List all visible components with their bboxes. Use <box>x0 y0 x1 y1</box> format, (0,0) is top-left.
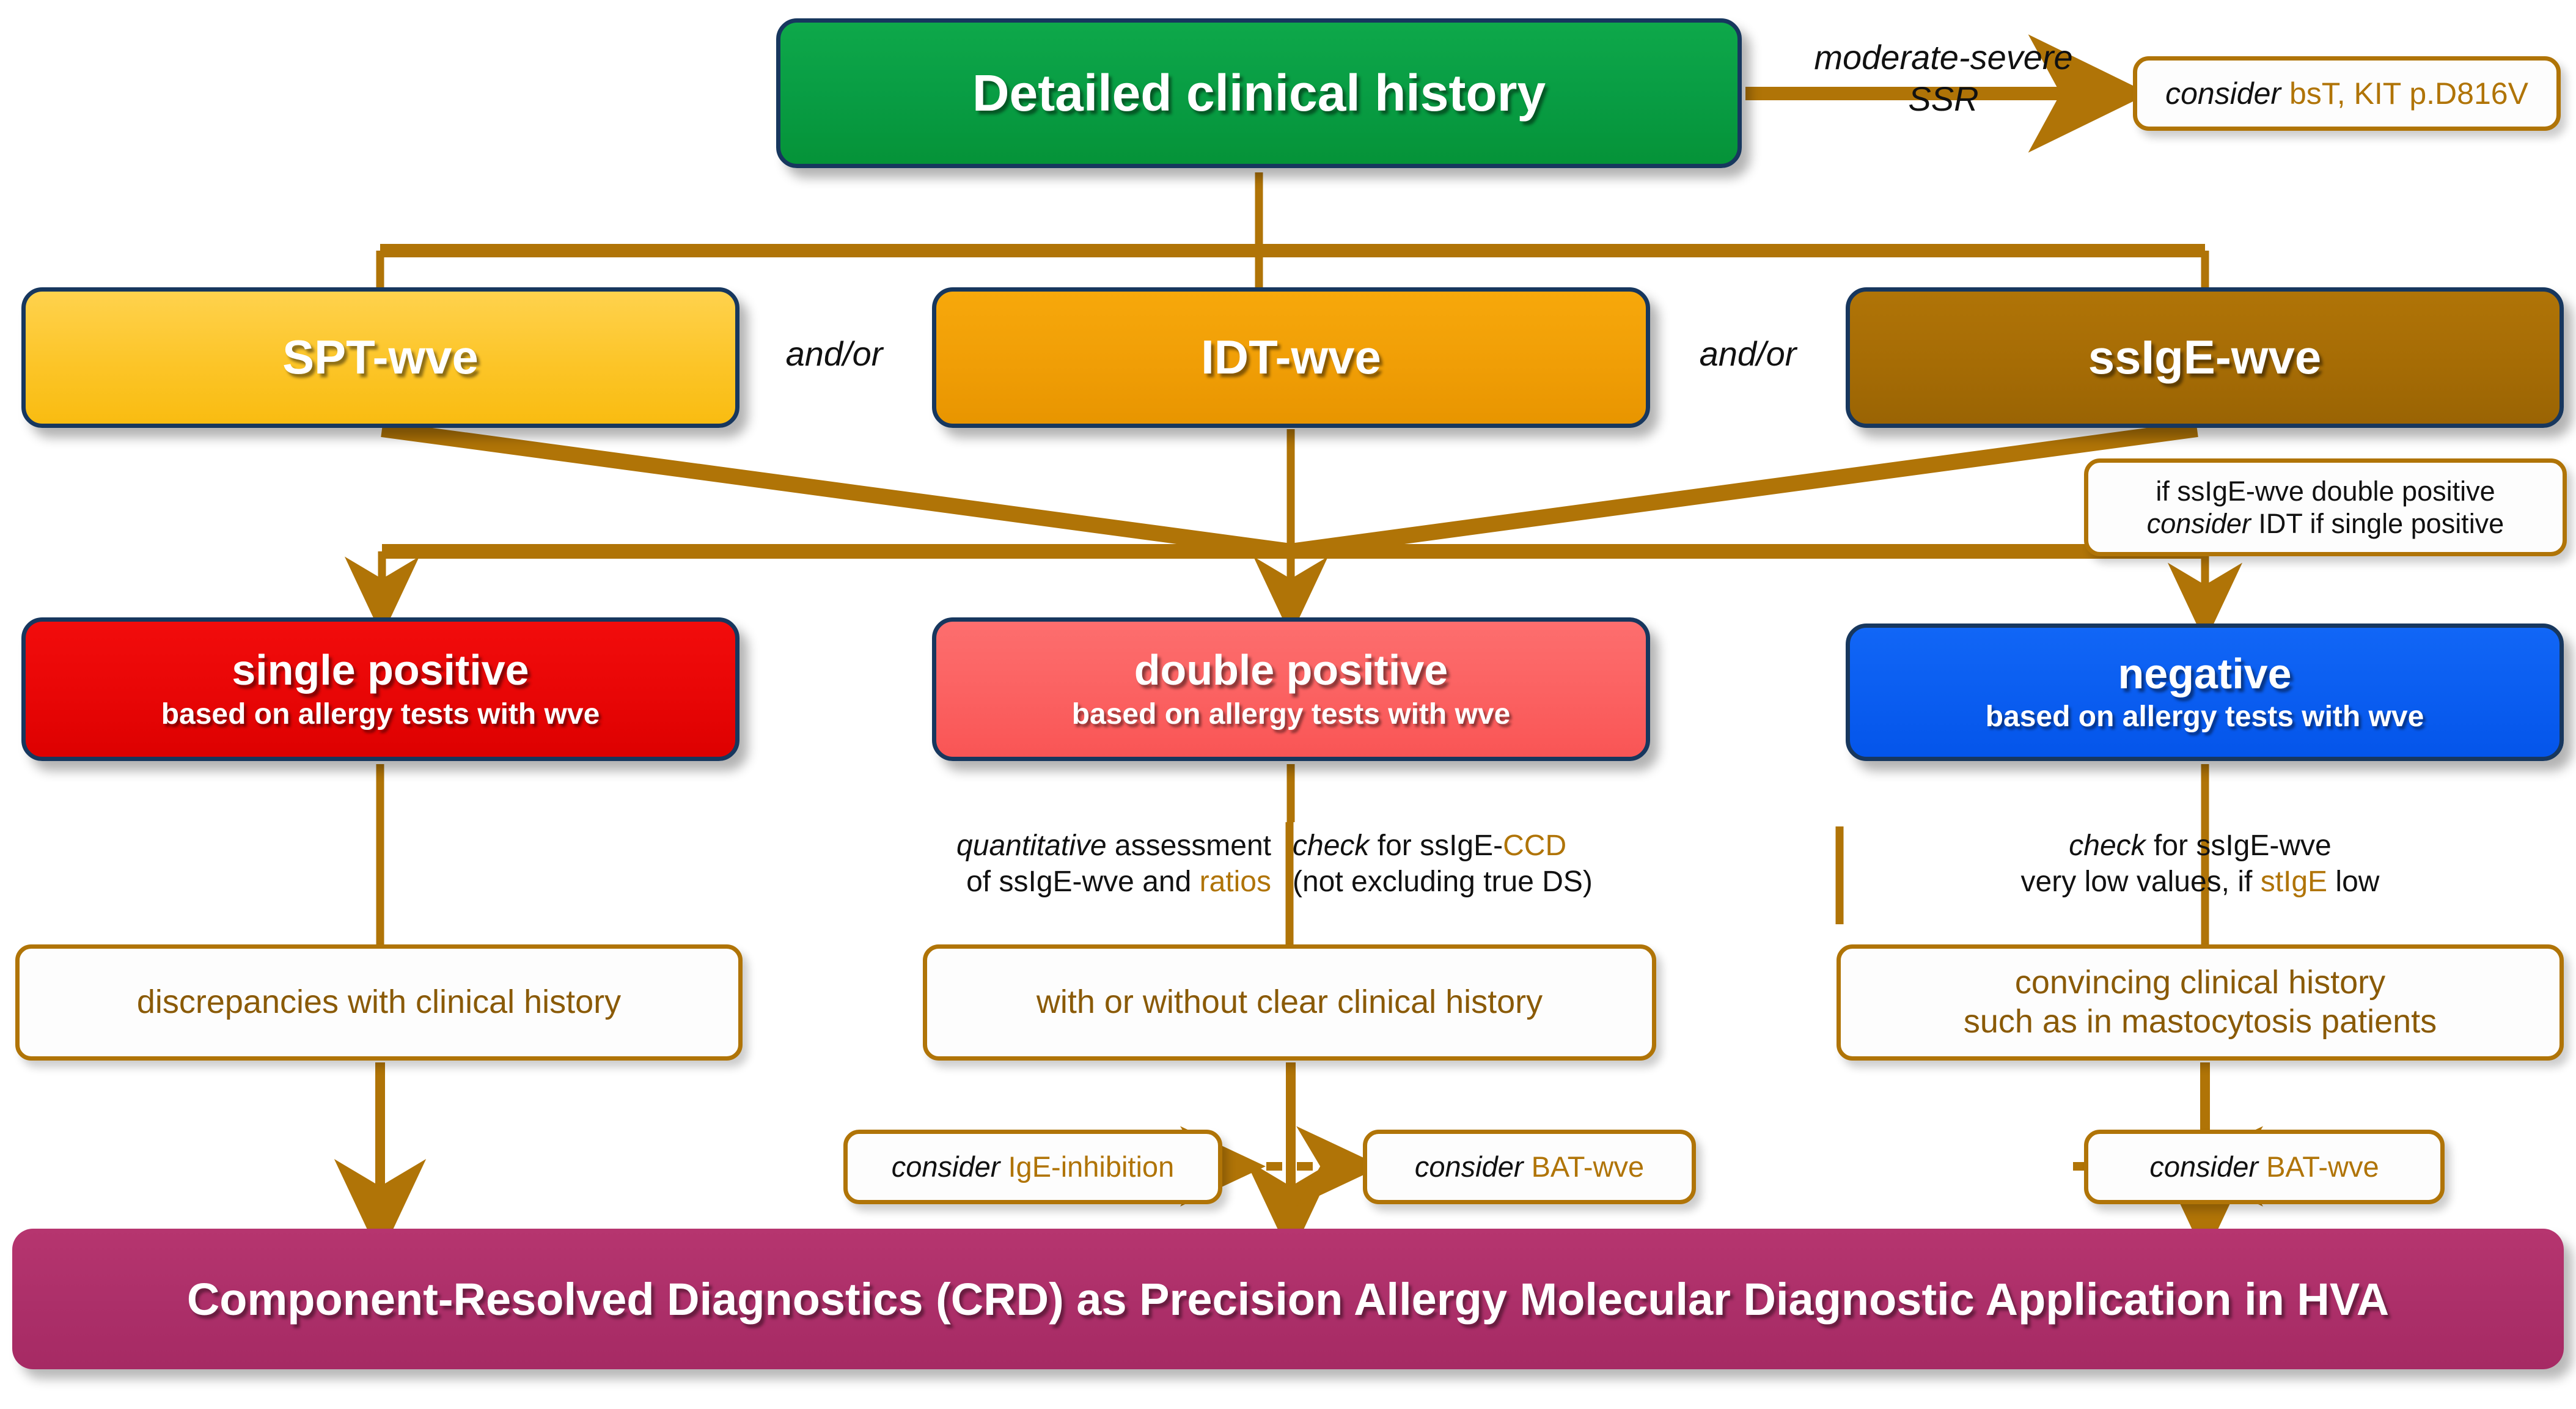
node-title: double positive <box>1134 646 1448 694</box>
batc-line: consider BAT-wve <box>1415 1150 1644 1183</box>
check-line-2: very low values, if stIgE low <box>1870 864 2530 900</box>
node-ssige-wve[interactable]: ssIgE-wve <box>1846 287 2564 428</box>
batr-rest: BAT-wve <box>2258 1150 2379 1183</box>
ssr-line-1: moderate-severe <box>1814 38 2073 76</box>
igei-line: consider IgE-inhibition <box>892 1150 1174 1183</box>
conv-line-2: such as in mastocytosis patients <box>1963 1003 2437 1040</box>
ccd-em: check <box>1293 830 1370 862</box>
bst-line: consider bsT, KIT p.D816V <box>2165 76 2528 112</box>
box-with-or-without-clear-history[interactable]: with or without clear clinical history <box>923 944 1656 1061</box>
batr-line: consider BAT-wve <box>2149 1150 2379 1183</box>
bst-rest: bsT, KIT p.D816V <box>2281 76 2528 111</box>
box-consider-ige-inhibition[interactable]: consider IgE-inhibition <box>843 1130 1222 1204</box>
annotation-check-ssige-wve-low: check for ssIgE-wve very low values, if … <box>1870 828 2530 900</box>
node-double-positive[interactable]: double positive based on allergy tests w… <box>932 617 1650 761</box>
check-l2c: low <box>2327 865 2380 898</box>
ccd-a: for ssIgE- <box>1369 830 1503 862</box>
edge-ssige-converge <box>1290 421 2198 559</box>
node-detailed-clinical-history[interactable]: Detailed clinical history <box>776 18 1742 168</box>
node-subtitle: based on allergy tests with wve <box>1985 701 2424 733</box>
edge-spt-converge <box>381 421 1292 559</box>
disc-line-1: discrepancies with clinical history <box>136 984 622 1021</box>
annotation-moderate-severe-ssr: moderate-severe SSR <box>1772 37 2115 120</box>
batc-em: consider <box>1414 1150 1524 1183</box>
check-rest: for ssIgE-wve <box>2145 830 2332 862</box>
igei-em: consider <box>891 1150 1000 1183</box>
check-em: check <box>2069 830 2146 862</box>
clear-line-1: with or without clear clinical history <box>1036 984 1543 1021</box>
quant-rest: assessment <box>1106 830 1271 862</box>
batr-em: consider <box>2149 1150 2259 1183</box>
quant-line-2: of ssIgE-wve and ratios <box>880 864 1271 900</box>
quant-l2a: of ssIgE-wve and <box>966 865 1200 898</box>
dpos-line-1: if ssIgE-wve double positive <box>2156 475 2495 507</box>
quant-line-1: quantitative assessment <box>880 828 1271 864</box>
banner-crd-precision-allergy[interactable]: Component-Resolved Diagnostics (CRD) as … <box>12 1229 2564 1369</box>
ccd-line-2: (not excluding true DS) <box>1293 865 1593 898</box>
box-consider-bat-wve-right[interactable]: consider BAT-wve <box>2084 1130 2445 1204</box>
bst-em: consider <box>2165 76 2281 111</box>
node-single-positive[interactable]: single positive based on allergy tests w… <box>21 617 739 761</box>
igei-rest: IgE-inhibition <box>1000 1150 1175 1183</box>
node-title: single positive <box>232 646 529 694</box>
node-title: negative <box>2118 649 2292 697</box>
banner-title: Component-Resolved Diagnostics (CRD) as … <box>186 1273 2390 1325</box>
node-subtitle: based on allergy tests with wve <box>161 698 600 730</box>
box-discrepancies-clinical-history[interactable]: discrepancies with clinical history <box>15 944 743 1061</box>
annotation-and-or-left: and/or <box>785 334 883 373</box>
dpos-rest: IDT if single positive <box>2250 508 2504 539</box>
node-title: IDT-wve <box>1201 330 1381 384</box>
conv-line-1: convincing clinical history <box>2014 964 2386 1001</box>
quant-em: quantitative <box>956 830 1107 862</box>
check-line-1: check for ssIgE-wve <box>1870 828 2530 864</box>
dpos-em: consider <box>2146 508 2251 539</box>
node-idt-wve[interactable]: IDT-wve <box>932 287 1650 428</box>
node-spt-wve[interactable]: SPT-wve <box>21 287 739 428</box>
box-consider-bst-kit[interactable]: consider bsT, KIT p.D816V <box>2133 56 2561 131</box>
node-title: ssIgE-wve <box>2088 330 2322 384</box>
batc-rest: BAT-wve <box>1523 1150 1645 1183</box>
box-consider-bat-wve-center[interactable]: consider BAT-wve <box>1363 1130 1696 1204</box>
annotation-quantitative-assessment: quantitative assessment of ssIgE-wve and… <box>880 828 1271 900</box>
annotation-and-or-right: and/or <box>1699 334 1797 373</box>
quant-l2b: ratios <box>1199 865 1271 898</box>
check-l2b: stIgE <box>2260 865 2328 898</box>
ccd-line-1: check for ssIgE-CCD <box>1293 828 1671 864</box>
ssr-line-2: SSR <box>1908 79 1979 119</box>
node-title: SPT-wve <box>282 330 479 384</box>
node-title: Detailed clinical history <box>972 64 1546 122</box>
annotation-check-ssige-ccd: check for ssIgE-CCD (not excluding true … <box>1293 828 1671 900</box>
check-l2a: very low values, if <box>2020 865 2261 898</box>
ccd-b: CCD <box>1503 830 1567 862</box>
dpos-line-2: consider IDT if single positive <box>2147 507 2504 540</box>
node-negative[interactable]: negative based on allergy tests with wve <box>1846 624 2564 761</box>
box-ssige-double-positive-note[interactable]: if ssIgE-wve double positive consider ID… <box>2084 458 2567 556</box>
box-convincing-clinical-history[interactable]: convincing clinical history such as in m… <box>1837 944 2564 1061</box>
node-subtitle: based on allergy tests with wve <box>1071 698 1511 730</box>
